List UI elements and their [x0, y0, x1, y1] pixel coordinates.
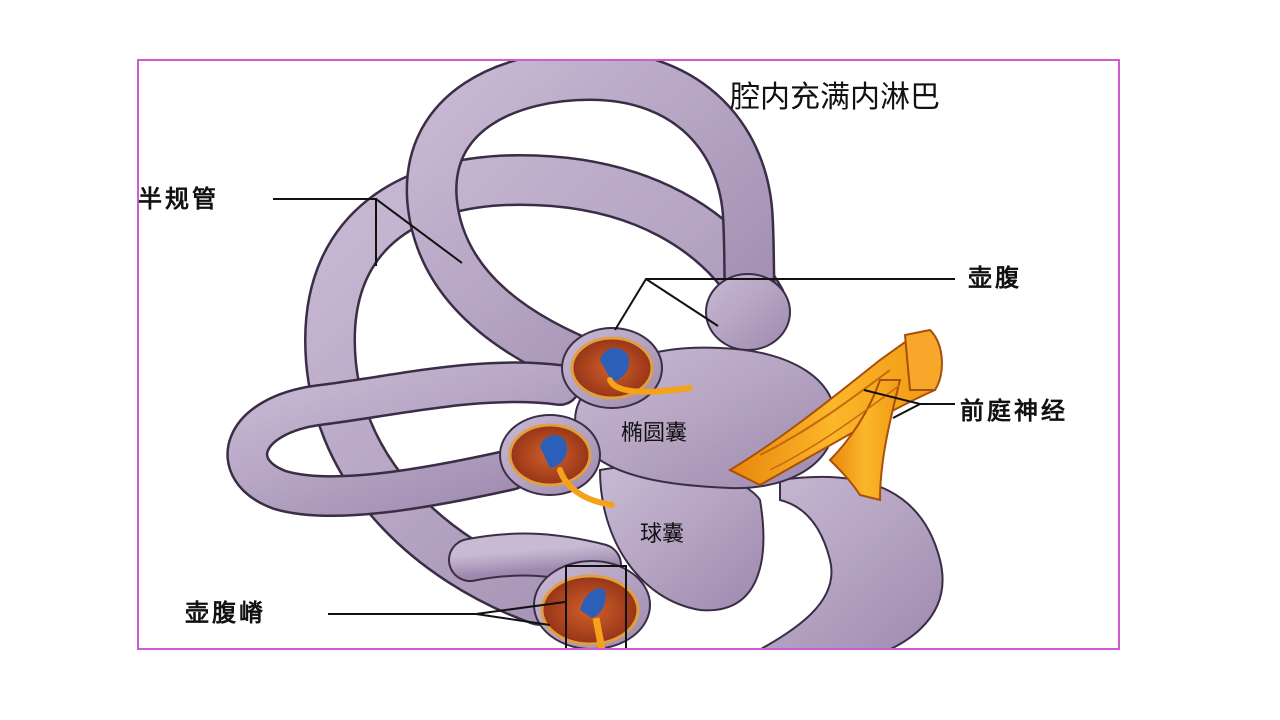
- label-ampulla: 壶腹: [968, 264, 1022, 292]
- endolymph-note: 腔内充满内淋巴: [730, 80, 940, 115]
- label-crista-ampullaris: 壶腹嵴: [185, 599, 266, 627]
- label-vestibular-nerve: 前庭神经: [960, 397, 1068, 425]
- posterior-semicircular-canal: [303, 153, 786, 626]
- label-utricle: 椭圆囊: [621, 421, 688, 446]
- lateral-semicircular-canal: [226, 361, 581, 518]
- leader-lines: [273, 198, 955, 626]
- crista-highlight-box: [565, 565, 627, 648]
- superior-semicircular-canal: [405, 61, 778, 396]
- label-semicircular-canals: 半规管: [138, 185, 219, 213]
- label-saccule: 球囊: [640, 522, 685, 547]
- ampulla-upper: [561, 327, 693, 409]
- ampulla-middle: [499, 414, 615, 508]
- ampulla-lower: [448, 532, 651, 648]
